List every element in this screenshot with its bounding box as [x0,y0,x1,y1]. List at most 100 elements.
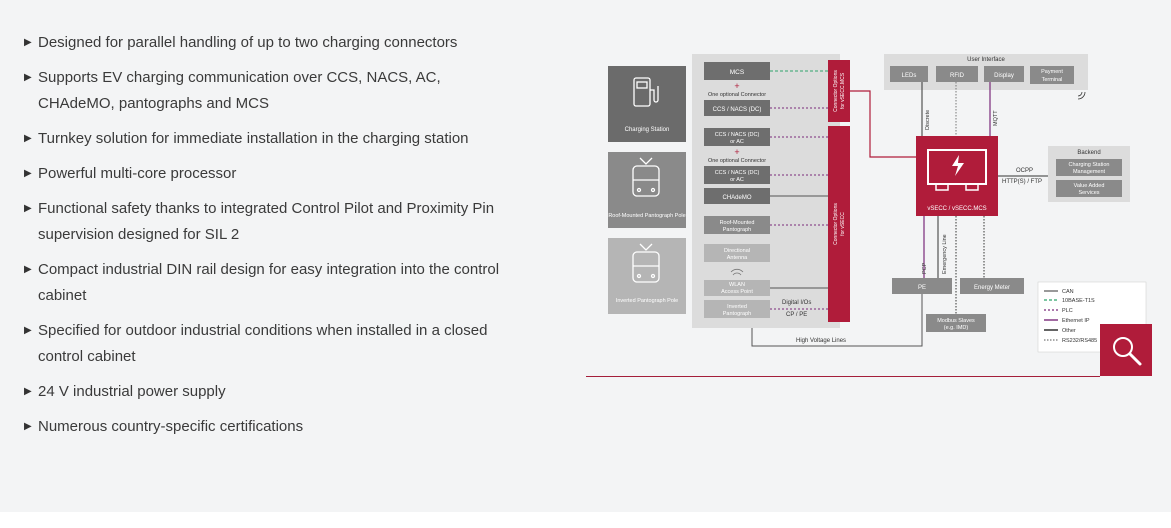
feature-item: ▶ Powerful multi-core processor [24,161,564,187]
triangle-right-icon: ▶ [24,203,32,214]
options-bar-label: for vSECC [840,212,846,236]
wifi-icon [730,268,744,276]
ui-item-label: Payment [1041,69,1063,75]
roof-pantograph-box [704,216,770,234]
ui-item-label: Terminal [1042,77,1063,83]
backend-item [1056,159,1122,176]
legend-label: PLC [1062,308,1073,314]
legend-label: Ethernet IP [1062,318,1090,324]
feature-text: Numerous country-specific certifications [38,418,304,435]
inverted-pantograph-label: Pantograph [723,311,751,317]
ccs-ac-box-1 [704,128,770,146]
ccs-ac-label: CCS / NACS (DC) [715,132,760,138]
feature-item: ▶ Compact industrial DIN rail design for … [24,257,564,309]
chademo-label: CHAdeMO [722,195,751,201]
energy-meter-box [960,278,1024,294]
backend-item [1056,180,1122,197]
legend-label: 10BASE-T1S [1062,298,1095,304]
magnifier-icon [1113,337,1142,366]
options-bar-label: for vSECC.MCS [840,72,846,109]
http-ftp-label: HTTP(S) / FTP [1002,179,1042,185]
ui-item-rfid [936,66,978,82]
triangle-right-icon: ▶ [24,133,32,144]
options-bar-label: Connector Options [833,203,839,245]
link-line [850,90,916,158]
charging-station-icon [633,77,659,107]
backend-item-label: Services [1078,190,1099,196]
feature-text: Powerful multi-core processor [38,165,237,182]
feature-item: ▶Designed for parallel handling of up to… [24,30,564,56]
ccs-ac-label: CCS / NACS (DC) [715,170,760,176]
ccs-ac-box-2 [704,166,770,184]
ccs-nacs-label: CCS / NACS (DC) [713,107,762,113]
ccs-nacs-box [704,100,770,116]
diagram-divider [586,376,1100,377]
feature-text: 24 V industrial power supply [38,383,226,400]
station-label: Inverted Pantograph Pole [616,298,678,304]
optional-connector-label: One optional Connector [708,92,766,98]
inverted-pantograph-label: Inverted [727,304,747,310]
inverted-pantograph-box [704,300,770,318]
pcp-label: PCP [922,262,928,274]
modbus-box [926,314,986,332]
wlan-label: WLAN [729,282,745,288]
ocpp-label: OCPP [1016,168,1033,174]
controller-label: vSECC / vSECC.MCS [927,206,986,212]
feature-text: Compact industrial DIN rail design for e… [38,261,500,304]
bus-inverted-icon [632,243,660,283]
ui-item-label: RFID [950,73,965,79]
antenna-label: Antenna [727,255,748,261]
ui-item-display [984,66,1024,82]
modbus-label: (e.g. IMD) [944,325,969,331]
backend-label: Backend [1077,150,1100,156]
bus-roof-icon [632,157,660,197]
emergency-line-label: Emergency Line [942,234,948,274]
architecture-diagram-svg: Charging Station Roof-Mounted Pantograph… [608,54,1147,353]
ui-item-payment [1030,66,1074,84]
legend-label: RS232/RS485 [1062,338,1097,344]
charging-bolt-icon [927,149,987,191]
zoom-button[interactable] [1100,324,1152,376]
roof-pantograph-label: Roof-Mounted [720,220,755,226]
ccs-ac-label: or AC [730,177,744,183]
feature-text: Designed for parallel handling of up to … [38,34,458,51]
plus-sign: + [734,147,739,157]
mqtt-label: MQTT [993,110,999,126]
cp-pe-label: CP / PE [786,312,807,318]
feature-item: ▶Functional safety thanks to integrated … [24,196,564,248]
station-tile-inverted [608,238,686,314]
triangle-right-icon: ▶ [24,264,32,275]
mcs-box [704,62,770,80]
ccs-ac-label: or AC [730,139,744,145]
architecture-diagram[interactable]: Charging Station Roof-Mounted Pantograph… [586,40,1152,380]
station-label: Charging Station [625,127,670,133]
wlan-label: Access Point [721,289,753,295]
mcs-label: MCS [730,69,745,76]
triangle-right-icon: ▶ [24,421,32,432]
legend-label: Other [1062,328,1076,334]
pe-box [892,278,952,294]
options-bar-label: Connector Options [833,70,839,112]
backend-item-label: Value Added [1074,183,1105,189]
feature-item: ▶ Turnkey solution for immediate installa… [24,126,564,152]
station-tile-roof [608,152,686,228]
triangle-right-icon: ▶ [24,168,32,179]
options-bar-vsecc [828,126,850,322]
station-tile-charging [608,66,686,142]
feature-text: Supports EV charging communication over … [38,69,441,112]
antenna-box [704,244,770,262]
high-voltage-label: High Voltage Lines [796,338,846,344]
user-interface-label: User Interface [967,57,1005,63]
triangle-right-icon: ▶ [24,386,32,397]
feature-item: ▶ 24 V industrial power supply [24,379,564,405]
feature-text: Turnkey solution for immediate installat… [38,130,469,147]
feature-item: ▶Supports EV charging communication over… [24,65,564,117]
modbus-label: Modbus Slaves [937,318,975,324]
backend-item-label: Charging Station [1069,162,1110,168]
station-label: Roof-Mounted Pantograph Pole [608,213,685,219]
plus-sign: + [734,81,739,91]
options-bar-mcs [828,60,850,122]
ui-item-label: LEDs [902,73,917,79]
wlan-box [704,280,770,296]
pe-label: PE [918,285,926,291]
